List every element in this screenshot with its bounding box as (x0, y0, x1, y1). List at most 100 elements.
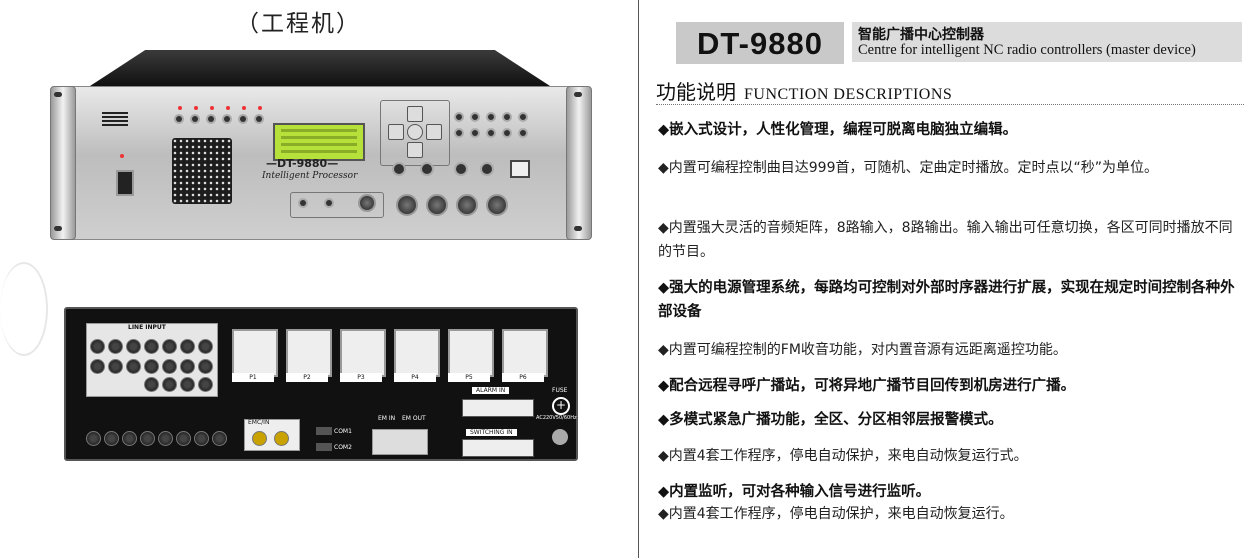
line-input-jack[interactable] (198, 339, 213, 354)
outlet-label: P3 (340, 373, 382, 382)
line-input-jack[interactable] (198, 377, 213, 392)
keypad-button[interactable] (518, 112, 528, 122)
output-jack[interactable] (158, 431, 173, 446)
line-input-jack[interactable] (180, 339, 195, 354)
right-rack-handle (566, 86, 592, 240)
nav-up-button[interactable] (407, 106, 423, 122)
keypad-button[interactable] (486, 112, 496, 122)
volume-knob[interactable] (396, 194, 418, 216)
power-outlet[interactable] (286, 329, 332, 377)
shift-button[interactable] (480, 162, 494, 176)
em-out-label: EM OUT (402, 415, 426, 422)
volume-knob[interactable] (456, 194, 478, 216)
shift-button[interactable] (454, 162, 468, 176)
keypad-button[interactable] (454, 112, 464, 122)
subtitle-box: 智能广播中心控制器 Centre for intelligent NC radi… (852, 22, 1242, 62)
nav-down-button[interactable] (407, 142, 423, 158)
feature-item: ◆配合远程寻呼广播站，可将异地广播节目回传到机房进行广播。 (658, 378, 1076, 394)
nav-ok-button[interactable] (407, 124, 423, 140)
emc-jack[interactable] (252, 431, 267, 446)
function-button[interactable] (392, 162, 406, 176)
output-jack[interactable] (212, 431, 227, 446)
channel-button[interactable] (222, 114, 232, 124)
emc-in-label: EMC/IN (248, 419, 270, 426)
lcd-display (273, 123, 365, 161)
output-jack[interactable] (86, 431, 101, 446)
fuse-holder-icon[interactable]: + (552, 397, 570, 415)
output-jack[interactable] (194, 431, 209, 446)
keypad-button[interactable] (470, 112, 480, 122)
function-button[interactable] (420, 162, 434, 176)
line-input-jack[interactable] (126, 339, 141, 354)
keypad-button[interactable] (518, 128, 528, 138)
power-outlet[interactable] (502, 329, 548, 377)
line-input-jack[interactable] (144, 359, 159, 374)
line-input-jack[interactable] (90, 339, 105, 354)
channel-button[interactable] (206, 114, 216, 124)
channel-button[interactable] (238, 114, 248, 124)
output-jack[interactable] (140, 431, 155, 446)
switching-in-connector[interactable] (462, 439, 534, 457)
line-input-jack[interactable] (108, 339, 123, 354)
outlet-label: P5 (448, 373, 490, 382)
power-outlet[interactable] (232, 329, 278, 377)
nav-right-button[interactable] (426, 124, 442, 140)
channel-button[interactable] (190, 114, 200, 124)
monitor-speaker-grille (172, 138, 232, 204)
product-images: （工程机） —DT-9880— Intelligent Processor (0, 11, 592, 461)
mic-jack[interactable] (358, 194, 376, 212)
keypad-button[interactable] (486, 128, 496, 138)
line-input-label: LINE INPUT (128, 324, 166, 331)
power-cord-inlet[interactable] (552, 429, 568, 445)
com2-label: COM2 (334, 444, 352, 451)
line-input-jack[interactable] (162, 359, 177, 374)
channel-button[interactable] (254, 114, 264, 124)
power-led (120, 154, 124, 158)
power-outlet[interactable] (394, 329, 440, 377)
clear-button[interactable] (324, 198, 334, 208)
rack-hole (54, 92, 62, 97)
com-port-icon[interactable] (316, 443, 332, 451)
line-input-jack[interactable] (162, 339, 177, 354)
keypad-button[interactable] (454, 128, 464, 138)
keypad-button[interactable] (502, 128, 512, 138)
channel-button[interactable] (174, 114, 184, 124)
outlet-label: P6 (502, 373, 544, 382)
em-in-label: EM IN (378, 415, 396, 422)
line-input-jack[interactable] (162, 377, 177, 392)
keypad-button[interactable] (470, 128, 480, 138)
output-jack[interactable] (104, 431, 119, 446)
channel-led (226, 106, 230, 110)
vent-icon (102, 112, 128, 126)
line-input-jack[interactable] (126, 359, 141, 374)
nav-left-button[interactable] (388, 124, 404, 140)
usb-port-icon[interactable] (510, 160, 530, 178)
volume-knob[interactable] (426, 194, 448, 216)
line-input-jack[interactable] (108, 359, 123, 374)
output-jack[interactable] (122, 431, 137, 446)
line-input-jack[interactable] (180, 359, 195, 374)
output-jack[interactable] (176, 431, 191, 446)
line-input-jack[interactable] (180, 377, 195, 392)
line-input-jack[interactable] (144, 377, 159, 392)
keypad-button[interactable] (502, 112, 512, 122)
em-terminal-block[interactable] (372, 429, 428, 455)
all-button[interactable] (298, 198, 308, 208)
channel-led (178, 106, 182, 110)
line-input-jack[interactable] (198, 359, 213, 374)
com-port-icon[interactable] (316, 427, 332, 435)
navigation-pad (388, 106, 442, 158)
switching-in-label: SWITCHING IN (466, 429, 517, 436)
emc-jack[interactable] (274, 431, 289, 446)
power-outlet[interactable] (448, 329, 494, 377)
volume-knob[interactable] (486, 194, 508, 216)
power-switch[interactable] (116, 170, 134, 196)
model-variant-caption: （工程机） (236, 11, 361, 37)
line-input-jack[interactable] (90, 359, 105, 374)
power-outlet[interactable] (340, 329, 386, 377)
line-input-jack[interactable] (144, 339, 159, 354)
heading-chinese: 功能说明 (656, 80, 736, 104)
feature-item: ◆内置4套工作程序，停电自动保护，来电自动恢复运行。 (658, 506, 1014, 522)
alarm-in-connector[interactable] (462, 399, 534, 417)
